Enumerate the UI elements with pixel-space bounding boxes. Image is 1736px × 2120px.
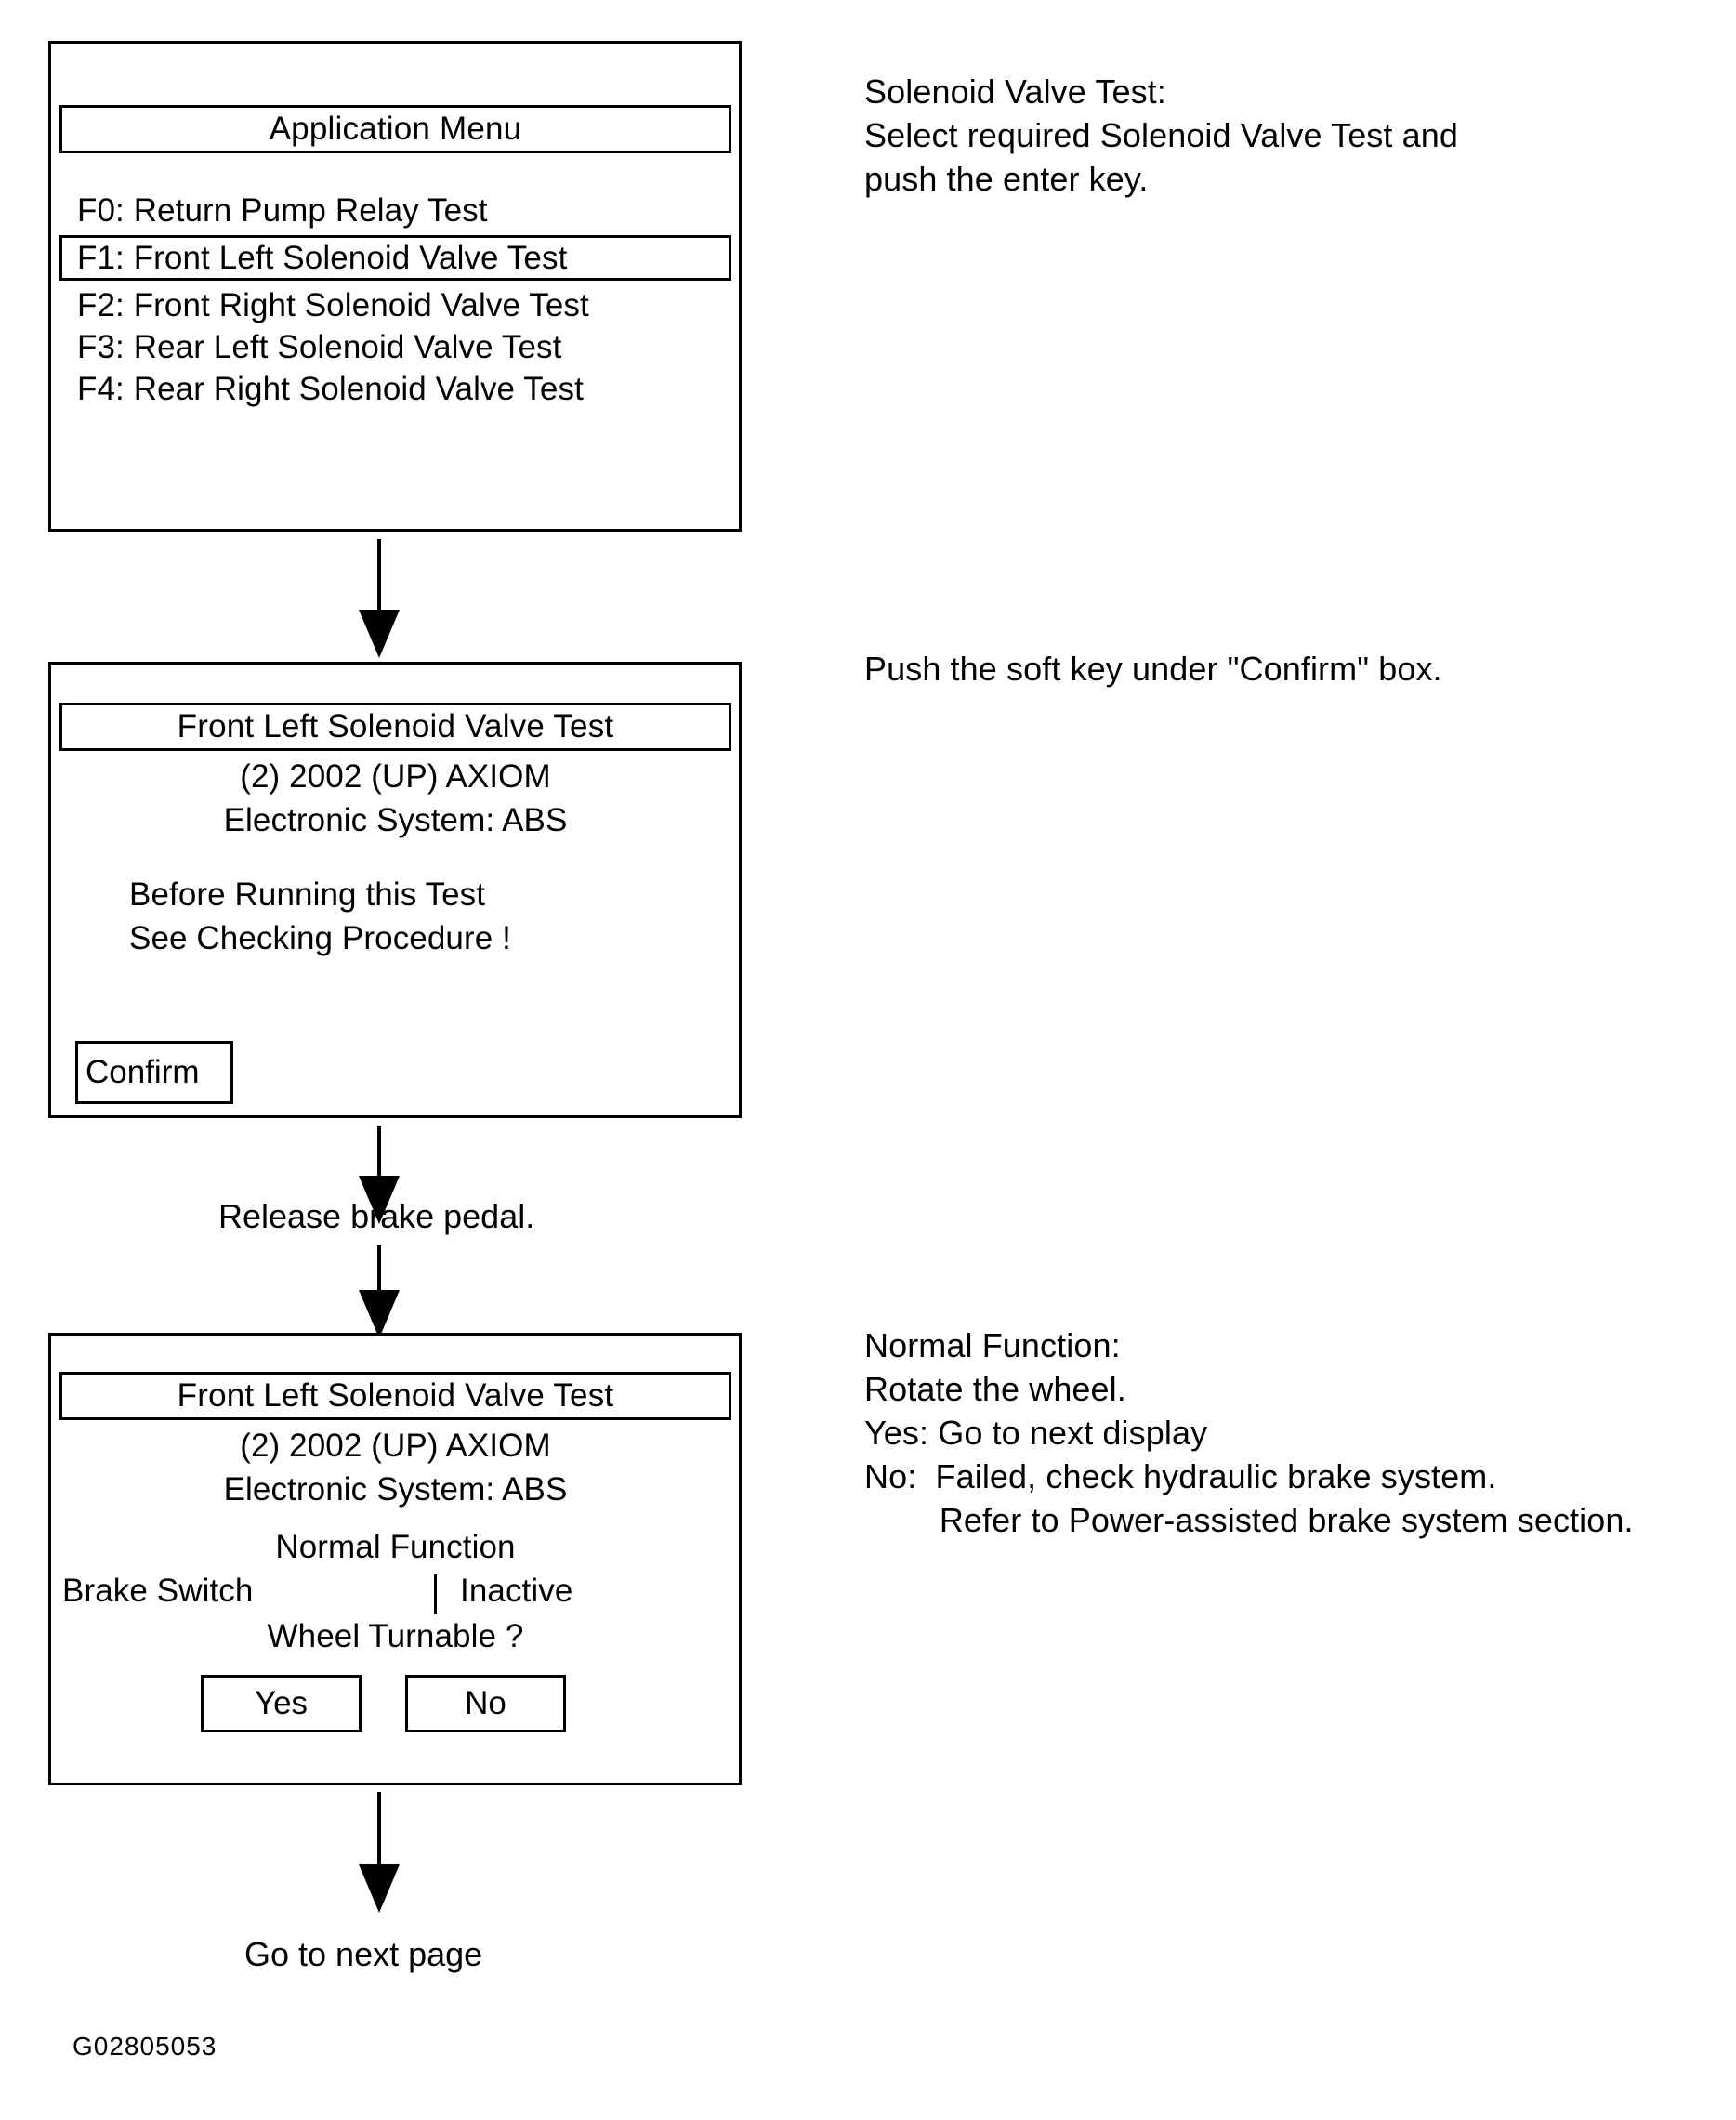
flow-arrow-4 <box>359 1792 400 1913</box>
panel1-instruction-note: Solenoid Valve Test: Select required Sol… <box>864 72 1458 198</box>
panel3-param-separator <box>434 1574 437 1614</box>
flow-arrow-2-shaft <box>377 1126 381 1179</box>
menu-item-f1-selected[interactable]: F1: Front Left Solenoid Valve Test <box>59 235 731 281</box>
panel2-vehicle-line: (2) 2002 (UP) AXIOM <box>240 758 551 795</box>
scanner-panel-confirm: Front Left Solenoid Valve Test (2) 2002 … <box>48 662 742 1118</box>
panel2-warning-line-2: See Checking Procedure ! <box>129 920 511 956</box>
confirm-button[interactable]: Confirm <box>75 1041 233 1104</box>
menu-item-f4-label: F4: Rear Right Solenoid Valve Test <box>77 371 584 407</box>
flow-arrow-2-head <box>359 1176 400 1224</box>
menu-item-f2-label: F2: Front Right Solenoid Valve Test <box>77 287 589 323</box>
no-button-label: No <box>465 1685 506 1721</box>
panel2-system-line: Electronic System: ABS <box>223 802 568 838</box>
panel3-status-line: Normal Function <box>275 1529 516 1565</box>
flow-label-release-brake-pedal: Release brake pedal. <box>218 1197 535 1235</box>
figure-id-label: G02805053 <box>72 2032 217 2061</box>
scanner-panel-application-menu: Application Menu F0: Return Pump Relay T… <box>48 41 742 532</box>
yes-button-label: Yes <box>254 1685 309 1721</box>
flow-arrow-3-shaft <box>377 1245 381 1294</box>
menu-item-f1-label: F1: Front Left Solenoid Valve Test <box>77 239 568 276</box>
menu-item-f0-label: F0: Return Pump Relay Test <box>77 192 488 229</box>
flow-arrow-2 <box>359 1126 400 1224</box>
panel3-param-value: Inactive <box>460 1573 573 1609</box>
panel2-title-text: Front Left Solenoid Valve Test <box>177 708 614 744</box>
scanner-panel-normal-function: Front Left Solenoid Valve Test (2) 2002 … <box>48 1333 742 1785</box>
flow-arrow-1-head <box>359 610 400 658</box>
panel3-param-name: Brake Switch <box>62 1573 254 1609</box>
panel2-warning-line-1: Before Running this Test <box>129 876 486 913</box>
flow-arrow-1-shaft <box>377 539 381 613</box>
no-button[interactable]: No <box>405 1675 566 1732</box>
panel2-instruction-note: Push the soft key under "Confirm" box. <box>864 650 1442 688</box>
panel3-instruction-note: Normal Function: Rotate the wheel. Yes: … <box>864 1326 1634 1539</box>
menu-item-f0[interactable]: F0: Return Pump Relay Test <box>59 192 749 233</box>
menu-item-f4[interactable]: F4: Rear Right Solenoid Valve Test <box>59 371 749 412</box>
panel1-title-text: Application Menu <box>269 111 522 147</box>
flow-arrow-3 <box>359 1245 400 1338</box>
panel3-question-line: Wheel Turnable ? <box>267 1618 524 1654</box>
flow-arrow-1 <box>359 539 400 658</box>
panel3-vehicle-line: (2) 2002 (UP) AXIOM <box>240 1428 551 1464</box>
yes-button[interactable]: Yes <box>201 1675 362 1732</box>
menu-item-f2[interactable]: F2: Front Right Solenoid Valve Test <box>59 287 749 328</box>
flow-arrow-4-shaft <box>377 1792 381 1868</box>
flow-label-go-to-next-page: Go to next page <box>244 1935 483 1973</box>
confirm-button-label: Confirm <box>85 1054 200 1090</box>
flow-arrow-3-head <box>359 1290 400 1338</box>
menu-item-f3[interactable]: F3: Rear Left Solenoid Valve Test <box>59 329 749 370</box>
menu-item-f3-label: F3: Rear Left Solenoid Valve Test <box>77 329 562 365</box>
panel3-system-line: Electronic System: ABS <box>223 1471 568 1508</box>
flow-arrow-4-head <box>359 1864 400 1913</box>
panel3-title-text: Front Left Solenoid Valve Test <box>177 1377 614 1414</box>
panel3-title-box: Front Left Solenoid Valve Test <box>59 1372 731 1420</box>
panel1-title-box: Application Menu <box>59 105 731 153</box>
panel2-title-box: Front Left Solenoid Valve Test <box>59 703 731 751</box>
